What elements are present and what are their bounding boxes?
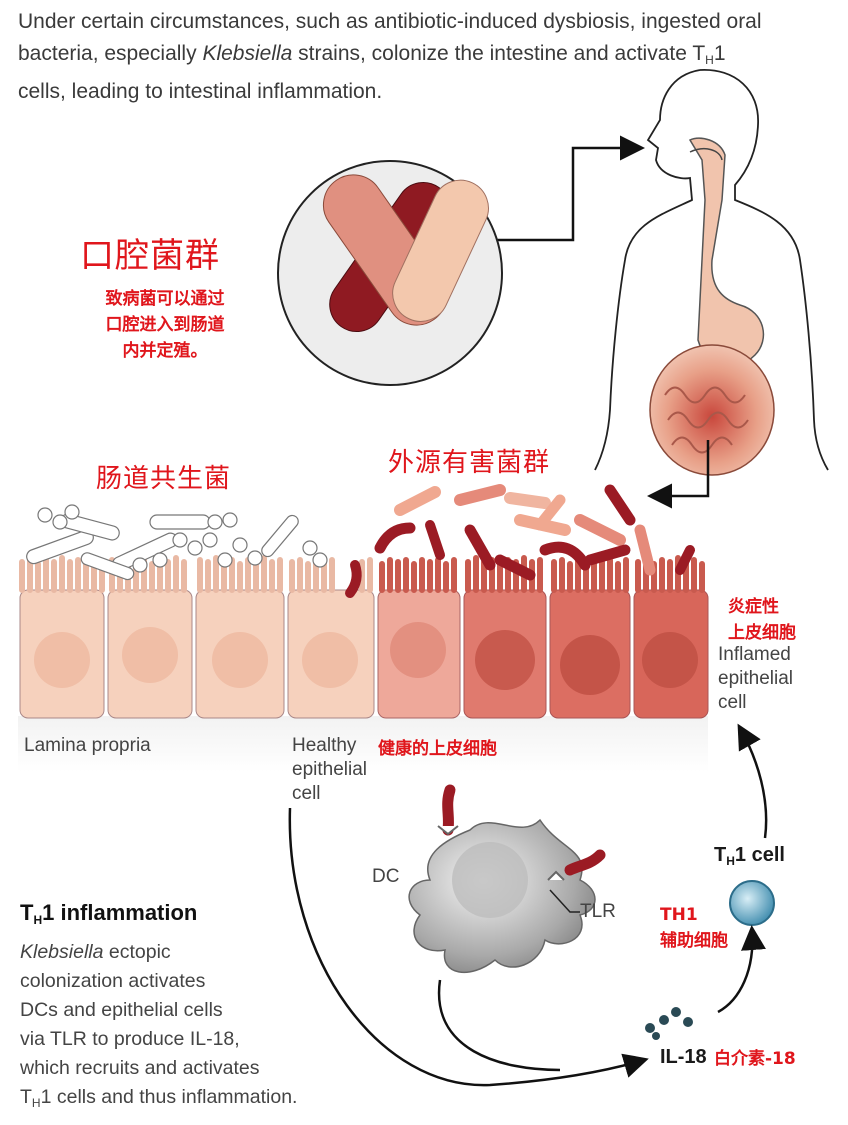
arrow-th1-to-epithelium	[737, 723, 768, 839]
arrow-to-mouth	[497, 135, 645, 242]
oral-flora-title: 口腔菌群	[80, 236, 220, 276]
lamina-propria-band	[18, 716, 708, 772]
il18-label: IL-18	[660, 1046, 707, 1068]
dc-label: DC	[372, 866, 400, 887]
oral-flora-description: 致病菌可以通过 口腔进入到肠道 内并定殖。	[105, 289, 225, 361]
harmful-bacteria-label: 外源有害菌群	[388, 448, 551, 478]
th1-cell-label: TH1 cell	[714, 844, 785, 868]
th1-inflammation-title: TH1 inflammation	[20, 900, 198, 927]
commensal-bacteria	[26, 504, 328, 581]
dendritic-cell	[408, 784, 606, 974]
healthy-cell-cn-label: 健康的上皮细胞	[378, 739, 497, 759]
arrow-il18-to-th1	[717, 925, 766, 1014]
healthy-cell-label: Healthy epithelial cell	[292, 735, 367, 804]
th1-cell-cn-label: TH1 辅助细胞	[660, 905, 728, 951]
digestive-tract	[649, 137, 775, 476]
th1-inflammation-description: Klebsiella ectopic colonization activate…	[20, 941, 298, 1110]
oral-bacteria-circle	[277, 160, 503, 386]
th1-cell	[729, 880, 775, 926]
arrow-to-gut	[647, 440, 710, 509]
lamina-propria-label: Lamina propria	[24, 735, 151, 756]
il18-cn-label: 白介素-18	[714, 1049, 796, 1069]
inflamed-cell-label: Inflamed epithelial cell	[718, 644, 793, 713]
harmful-bacteria	[345, 484, 695, 598]
inflamed-cell-cn-label: 炎症性 上皮细胞	[728, 597, 796, 643]
human-body-figure	[594, 69, 829, 471]
intro-text: Under certain circumstances, such as ant…	[18, 10, 762, 103]
inflamed-epithelium	[377, 555, 709, 719]
commensal-bacteria-label: 肠道共生菌	[96, 464, 232, 494]
intro-klebsiella: Klebsiella	[202, 42, 293, 65]
il18-molecules	[645, 1007, 693, 1040]
arrow-dc-to-il18	[437, 979, 561, 1072]
tlr-label: TLR	[580, 901, 616, 922]
healthy-epithelium	[19, 555, 375, 719]
arrow-epithelium-to-il18	[288, 807, 649, 1087]
